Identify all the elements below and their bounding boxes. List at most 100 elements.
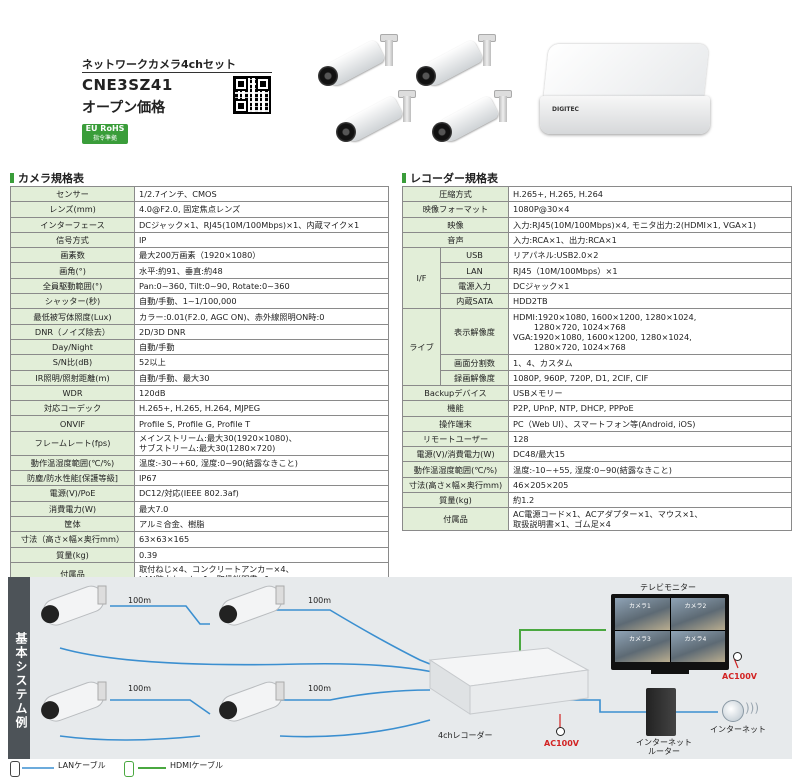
spec-key: 付属品 <box>402 507 509 532</box>
channel-label: カメラ3 <box>629 635 651 643</box>
spec-key: 動作温湿度範囲(℃/%) <box>402 461 509 478</box>
product-header: ネットワークカメラ4chセット CNE3SZ41 オープン価格 EU RoHS … <box>0 0 800 168</box>
spec-value: 52以上 <box>134 354 389 371</box>
spec-value: DCジャック×1、RJ45(10M/100Mbps)×1、内蔵マイク×1 <box>134 216 389 233</box>
spec-key: LAN <box>440 262 509 279</box>
camera-spec-row: 画素数最大200万画素（1920×1080） <box>10 247 389 264</box>
spec-value: カラー:0.01(F2.0, AGC ON)、赤外線照明ON時:0 <box>134 308 389 325</box>
spec-value: 自動/手動 <box>134 338 389 356</box>
spec-value: 約1.2 <box>508 492 792 509</box>
spec-value: 1080P@30×4 <box>508 201 792 218</box>
cable-length-label: 100m <box>128 684 152 693</box>
spec-key: ONVIF <box>10 415 135 432</box>
spec-value: 温度:-30~+60, 湿度:0~90(結露なきこと) <box>134 454 389 472</box>
cable-length-label: 100m <box>308 684 332 693</box>
channel-label: カメラ4 <box>684 635 707 643</box>
signal-icon: ))) <box>745 701 760 715</box>
recorder-spec-row: 音声入力:RCA×1、出力:RCA×1 <box>402 231 792 249</box>
spec-key: 寸法（高さ×幅×奥行mm） <box>10 531 135 548</box>
lan-cable-icon <box>10 761 20 777</box>
recorder-spec-row: 動作温湿度範囲(℃/%)温度:-10~+55, 湿度:0~90(結露なきこと) <box>402 461 792 478</box>
rohs-title: EU RoHS <box>85 124 125 133</box>
spec-key: 表示解像度 <box>440 308 509 356</box>
camera-spec-row: 全員駆動範囲(°)Pan:0~360, Tilt:0~90, Rotate:0~… <box>10 277 389 295</box>
spec-key: 質量(kg) <box>402 492 509 509</box>
camera-spec-row: 防塵/防水性能[保護等級]IP67 <box>10 470 389 487</box>
camera-image <box>336 86 416 146</box>
spec-value: IP <box>134 231 389 249</box>
spec-value: 63×63×165 <box>134 531 389 548</box>
spec-value: DCジャック×1 <box>508 277 792 295</box>
product-price: オープン価格 <box>82 100 166 116</box>
diagram-recorder <box>428 647 590 715</box>
spec-key: S/N比(dB) <box>10 354 135 371</box>
rohs-sub: 指令準拠 <box>92 135 117 142</box>
spec-key: DNR（ノイズ除去） <box>10 323 135 340</box>
spec-value: 自動/手動、最大30 <box>134 369 389 386</box>
camera-spec-row: シャッター(秒)自動/手動、1~1/100,000 <box>10 293 389 310</box>
camera-spec-row: 最低被写体照度(Lux)カラー:0.01(F2.0, AGC ON)、赤外線照明… <box>10 308 389 325</box>
spec-key: 内蔵SATA <box>440 293 509 310</box>
spec-value: 128 <box>508 430 792 448</box>
spec-key: 動作温湿度範囲(℃/%) <box>10 454 135 472</box>
hdmi-legend: HDMIケーブル <box>170 761 223 770</box>
spec-value: 0.39 <box>134 546 389 563</box>
spec-value: PC（Web UI）、スマートフォン等(Android, iOS) <box>508 415 792 432</box>
spec-key: Backupデバイス <box>402 384 509 402</box>
spec-key: USB <box>440 247 509 264</box>
camera-image <box>432 86 512 146</box>
cable-length-label: 100m <box>128 596 152 605</box>
tv-label: テレビモニター <box>640 583 696 592</box>
product-subtitle: ネットワークカメラ4chセット <box>82 58 237 71</box>
spec-key: 最低被写体照度(Lux) <box>10 308 135 325</box>
spec-value: 自動/手動、1~1/100,000 <box>134 293 389 310</box>
spec-value: 1、4、カスタム <box>508 354 792 371</box>
diagram-cameras <box>41 585 285 722</box>
hdmi-cable <box>519 629 606 652</box>
section-bar-icon <box>10 173 14 183</box>
spec-value: アルミ合金、樹脂 <box>134 515 389 533</box>
spec-key: センサー <box>10 185 135 203</box>
router-label: インターネット ルーター <box>636 738 692 756</box>
spec-key: 信号方式 <box>10 231 135 249</box>
spec-value: Profile S, Profile G, Profile T <box>134 415 389 432</box>
camera-image <box>416 30 496 90</box>
tv-monitor: カメラ1 カメラ2 カメラ3 カメラ4 <box>611 594 729 674</box>
recorder-image: DIGITEC <box>536 44 714 138</box>
recorder-spec-title: レコーダー規格表 <box>402 170 498 186</box>
spec-value: Pan:0~360, Tilt:0~90, Rotate:0~360 <box>134 277 389 295</box>
product-code: CNE3SZ41 <box>82 76 173 94</box>
camera-spec-title: カメラ規格表 <box>10 170 84 186</box>
spec-key: 画素数 <box>10 247 135 264</box>
spec-key: フレームレート(fps) <box>10 430 135 456</box>
recorder-logo: DIGITEC <box>552 106 579 113</box>
spec-value: USBメモリー <box>508 384 792 402</box>
recorder-spec-row: 電源(V)/消費電力(W)DC48/最大15 <box>402 446 792 463</box>
hdmi-cable-icon <box>124 761 134 777</box>
spec-value: HDD2TB <box>508 293 792 310</box>
plug-icon <box>733 652 742 661</box>
spec-key: 電源入力 <box>440 277 509 295</box>
channel-label: カメラ1 <box>629 603 651 610</box>
globe-icon <box>722 700 744 722</box>
spec-value: 入力:RCA×1、出力:RCA×1 <box>508 231 792 249</box>
channel-label: カメラ2 <box>684 603 707 610</box>
plug-icon <box>556 727 565 736</box>
spec-key: 電源(V)/PoE <box>10 485 135 502</box>
qr-code-icon[interactable] <box>233 76 271 114</box>
section-bar-icon <box>402 173 406 183</box>
spec-value: 温度:-10~+55, 湿度:0~90(結露なきこと) <box>508 461 792 478</box>
